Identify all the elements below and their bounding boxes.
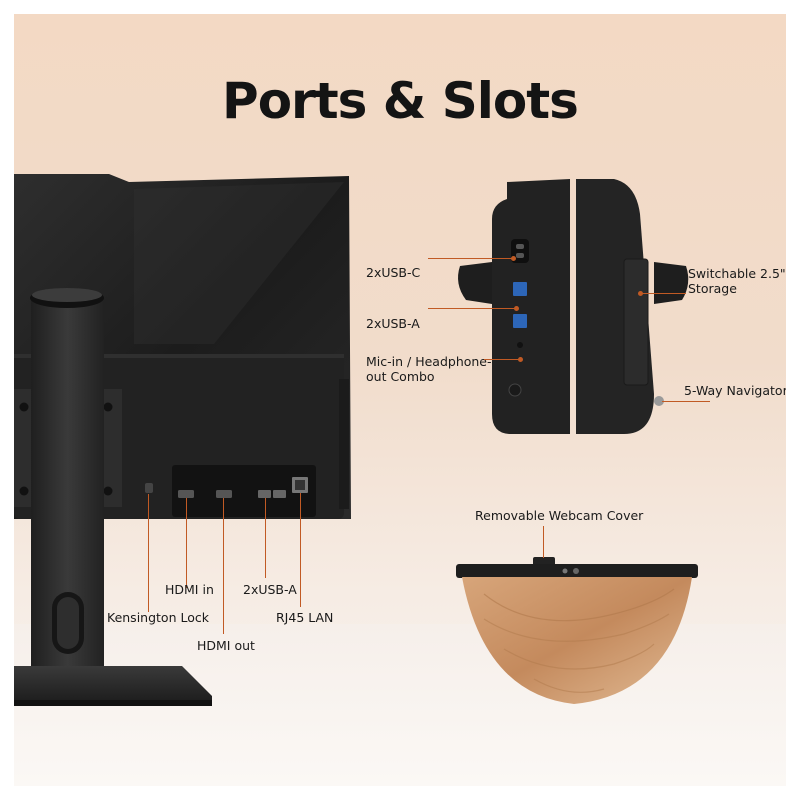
product-infographic: Ports & Slots [14,14,786,786]
label-storage-line1: Switchable 2.5" [688,266,786,281]
label-mic-line1: Mic-in / Headphone- [366,354,492,369]
leader-usb-a-rear [265,498,266,578]
label-rj45: RJ45 LAN [276,610,334,625]
label-kensington: Kensington Lock [107,610,209,625]
leader-dot [638,291,643,296]
label-usb-c: 2xUSB-C [366,265,421,280]
leader-webcam-cover [543,526,544,558]
leader-dot [514,306,519,311]
leader-dot [518,357,523,362]
leader-storage [640,293,686,294]
monitor-rear-illustration [14,174,698,706]
leader-mic-combo [484,359,520,360]
label-storage: Switchable 2.5" Storage [688,266,786,296]
label-mic-combo: Mic-in / Headphone- out Combo [366,354,492,384]
leader-hdmi-in [186,498,187,588]
label-storage-line2: Storage [688,281,737,296]
label-usb-a-side: 2xUSB-A [366,316,420,331]
page-title: Ports & Slots [222,72,579,130]
label-usb-a-rear: 2xUSB-A [243,582,297,597]
leader-rj45 [300,493,301,607]
label-navigator: 5-Way Navigator [684,383,786,398]
label-mic-line2: out Combo [366,369,435,384]
leader-hdmi-out [223,498,224,634]
label-hdmi-out: HDMI out [197,638,255,653]
leader-navigator [662,401,710,402]
label-webcam-cover: Removable Webcam Cover [475,508,644,523]
leader-kensington [148,494,149,612]
label-hdmi-in: HDMI in [165,582,214,597]
leader-usb-a-side [428,308,516,309]
leader-usb-c [428,258,513,259]
leader-dot [511,256,516,261]
